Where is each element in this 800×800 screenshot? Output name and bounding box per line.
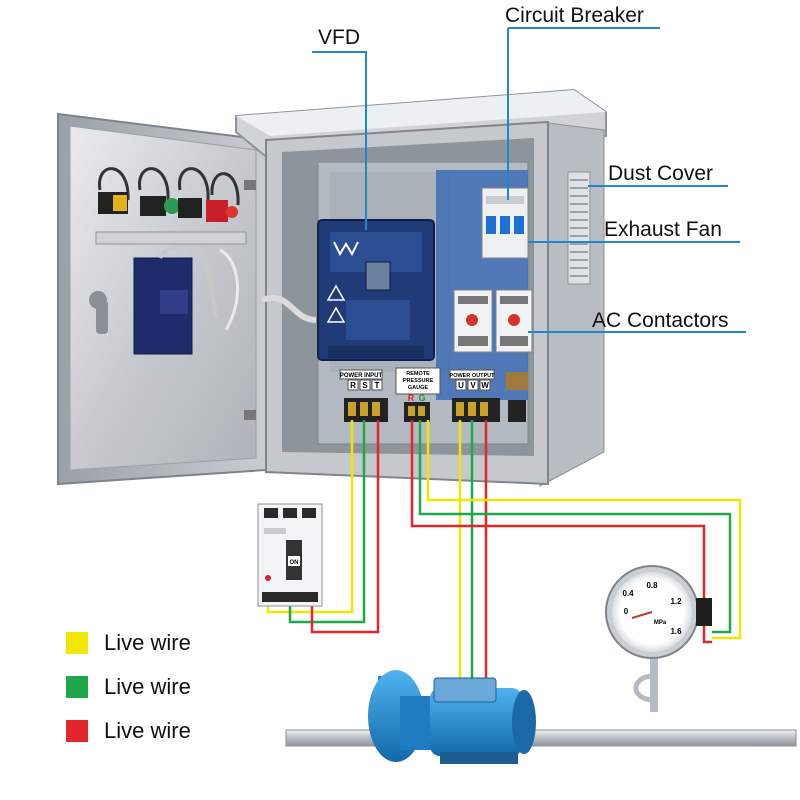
- legend-item: Live wire: [66, 674, 191, 700]
- callout-ac-contactors: AC Contactors: [592, 309, 729, 332]
- legend-label: Live wire: [104, 630, 191, 655]
- callout-vfd: VFD: [318, 26, 360, 49]
- water-pump: [368, 670, 536, 764]
- terminal-labels: POWER INPUT R S T REMOTE PRESSURE GAUGE …: [339, 367, 496, 403]
- gauge-tick-0: 0: [624, 607, 629, 616]
- gauge-tick-4: 1.6: [670, 627, 682, 636]
- dust-cover-vent: [567, 171, 591, 285]
- callout-dust-cover: Dust Cover: [608, 162, 714, 185]
- legend-label: Live wire: [104, 674, 191, 699]
- terminal-t-label: T: [375, 381, 380, 390]
- warning-icon: [326, 284, 346, 301]
- remote-label-2: PRESSURE: [403, 378, 434, 384]
- legend-swatch-red: [66, 720, 88, 742]
- vfd-unit: [317, 219, 435, 361]
- legend-item: Live wire: [66, 630, 191, 656]
- terminal-rg-g-label: G: [418, 393, 425, 403]
- legend-label: Live wire: [104, 718, 191, 743]
- terminal-blocks: [344, 398, 526, 422]
- ac-contactors-unit: [453, 289, 533, 390]
- power-output-label: POWER OUTPUT: [450, 373, 496, 379]
- terminal-w-label: W: [481, 381, 489, 390]
- legend-item: Live wire: [66, 718, 191, 744]
- cabinet-body: POWER INPUT R S T REMOTE PRESSURE GAUGE …: [235, 88, 607, 487]
- gauge-tick-3: 1.2: [670, 597, 682, 606]
- terminal-s-label: S: [362, 381, 368, 390]
- cabinet-door: [57, 112, 267, 486]
- wire-gauge-green: [418, 420, 732, 634]
- remote-label-3: GAUGE: [408, 385, 429, 391]
- wiring: [266, 420, 742, 690]
- power-input-label: POWER INPUT: [340, 373, 383, 379]
- gauge-tick-2: 0.8: [646, 581, 658, 590]
- legend-swatch-yellow: [66, 632, 88, 654]
- terminal-v-label: V: [470, 381, 476, 390]
- gauge-tick-1: 0.4: [622, 589, 634, 598]
- remote-label-1: REMOTE: [406, 371, 430, 377]
- callout-exhaust-fan: Exhaust Fan: [604, 218, 722, 241]
- circuit-breaker-unit: [481, 187, 529, 259]
- pressure-gauge: 0 0.4 0.8 1.2 1.6 MPa: [605, 565, 712, 712]
- wire-gauge-red: [410, 420, 712, 644]
- wire-s-green: [288, 420, 366, 624]
- molded-case-breaker: ON: [257, 503, 323, 607]
- terminal-rg-r-label: R: [408, 393, 415, 403]
- wire-gauge-yellow: [426, 420, 742, 640]
- breaker-on-label: ON: [290, 560, 299, 566]
- terminal-u-label: U: [458, 381, 464, 390]
- door-indicator-lamps: [95, 167, 247, 245]
- gauge-unit: MPa: [654, 620, 667, 626]
- water-pipe: [285, 729, 797, 747]
- callout-leaders: [312, 27, 746, 333]
- legend-swatch-green: [66, 676, 88, 698]
- terminal-r-label: R: [350, 381, 356, 390]
- wire-t-red: [310, 420, 380, 634]
- callout-circuit-breaker: Circuit Breaker: [505, 4, 644, 27]
- pipe-and-pump: [285, 670, 797, 764]
